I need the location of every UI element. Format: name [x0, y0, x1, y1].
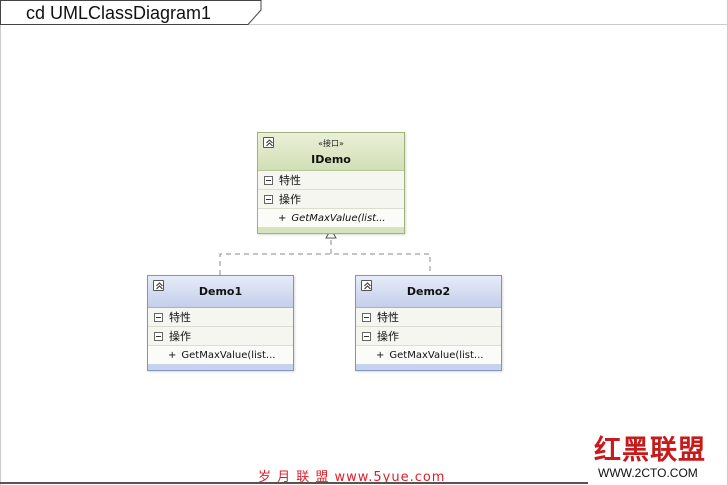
watermark-url: WWW.2CTO.COM	[598, 466, 698, 480]
class-name[interactable]: Demo1	[198, 285, 243, 298]
class-footer	[148, 364, 293, 370]
diagram-title: cd UMLClassDiagram1	[26, 3, 212, 23]
attributes-compartment[interactable]: 特性	[356, 308, 501, 327]
operations-compartment[interactable]: 操作	[356, 327, 501, 346]
operation-signature: GetMaxValue(list...	[291, 212, 386, 224]
frame-border-top	[0, 24, 728, 25]
operation-signature: GetMaxValue(list...	[389, 349, 484, 361]
visibility-marker: +	[168, 349, 177, 361]
class-demo2[interactable]: Demo2 特性 操作 + GetMaxValue(list...	[355, 275, 502, 371]
class-footer	[258, 227, 404, 233]
diagram-tab-shape	[0, 0, 262, 25]
collapse-compartment-icon[interactable]	[154, 331, 163, 341]
class-header: Demo1	[148, 276, 293, 308]
operation-item[interactable]: + GetMaxValue(list...	[356, 346, 501, 364]
operation-item[interactable]: + GetMaxValue(list...	[148, 346, 293, 364]
diagram-tab[interactable]: cd UMLClassDiagram1	[0, 0, 262, 30]
operations-compartment[interactable]: 操作	[148, 327, 293, 346]
collapse-compartment-icon[interactable]	[362, 331, 371, 341]
class-idemo[interactable]: «接口» IDemo 特性 操作 + GetMaxValue(list...	[257, 132, 405, 234]
attributes-compartment[interactable]: 特性	[258, 171, 404, 190]
collapse-compartment-icon[interactable]	[154, 312, 163, 322]
visibility-marker: +	[278, 212, 287, 224]
class-footer	[356, 364, 501, 370]
watermark-logo-text: 红黑联盟	[594, 435, 706, 466]
operation-signature: GetMaxValue(list...	[181, 349, 276, 361]
class-demo1[interactable]: Demo1 特性 操作 + GetMaxValue(list...	[147, 275, 294, 371]
class-name[interactable]: IDemo	[311, 153, 351, 166]
compartment-label: 特性	[169, 311, 191, 324]
bottom-divider	[0, 482, 588, 484]
visibility-marker: +	[376, 349, 385, 361]
class-name[interactable]: Demo2	[406, 285, 451, 298]
compartment-label: 特性	[279, 174, 301, 187]
operation-item[interactable]: + GetMaxValue(list...	[258, 209, 404, 227]
attributes-compartment[interactable]: 特性	[148, 308, 293, 327]
class-header: «接口» IDemo	[258, 133, 404, 171]
collapse-class-icon[interactable]	[153, 280, 164, 291]
compartment-label: 操作	[169, 330, 191, 343]
class-header: Demo2	[356, 276, 501, 308]
collapse-class-icon[interactable]	[361, 280, 372, 291]
watermark-5yue: 岁 月 联 盟 www.5yue.com	[258, 470, 446, 485]
frame-border-left	[0, 24, 1, 485]
collapse-compartment-icon[interactable]	[264, 194, 273, 204]
class-stereotype: «接口»	[318, 139, 344, 148]
compartment-label: 特性	[377, 311, 399, 324]
compartment-label: 操作	[377, 330, 399, 343]
operations-compartment[interactable]: 操作	[258, 190, 404, 209]
compartment-label: 操作	[279, 193, 301, 206]
collapse-compartment-icon[interactable]	[264, 175, 273, 185]
collapse-compartment-icon[interactable]	[362, 312, 371, 322]
realization-demo1-idemo[interactable]	[219, 253, 431, 275]
collapse-class-icon[interactable]	[263, 137, 274, 148]
